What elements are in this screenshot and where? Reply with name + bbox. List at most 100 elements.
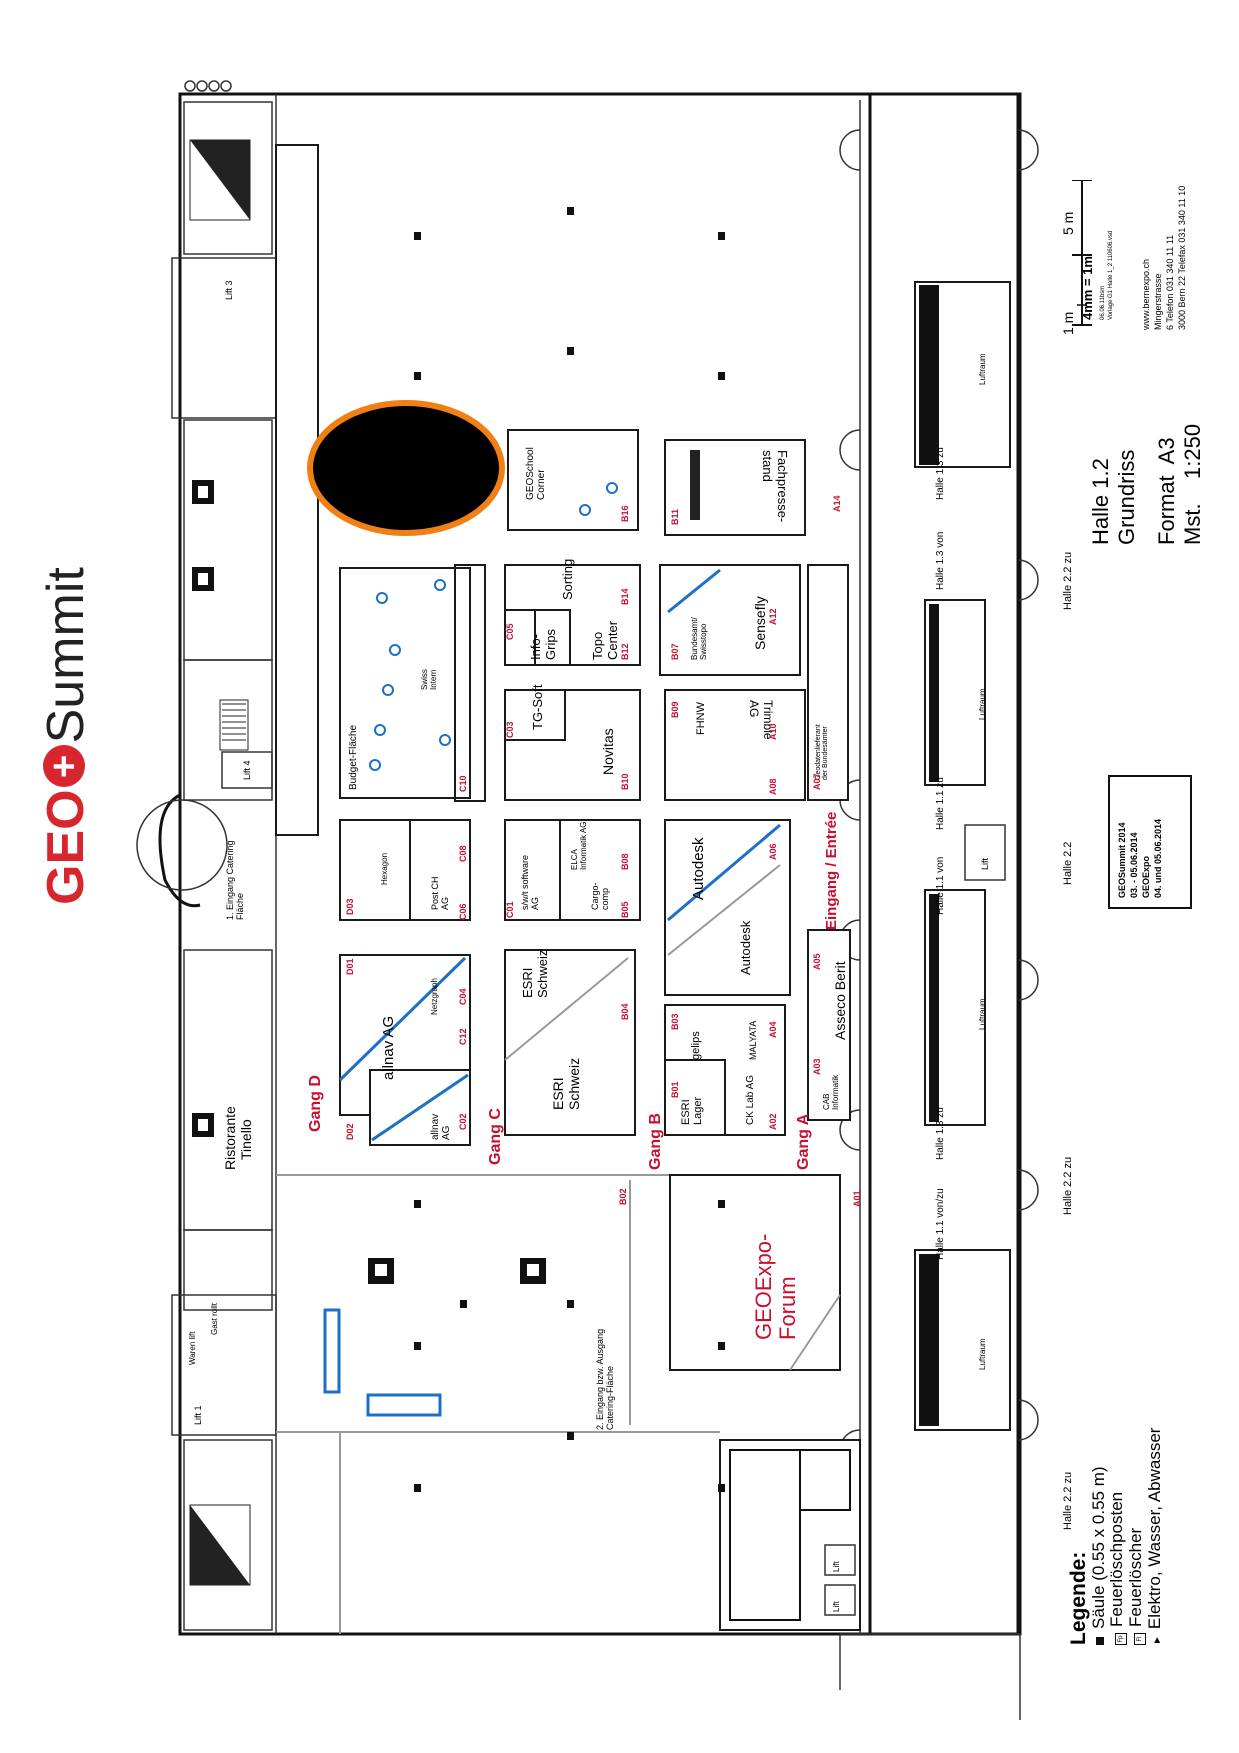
event-info-text: GEOSummit 2014 03. - 05.06.2014 GEOExpo … (1116, 819, 1164, 898)
legend-label-pillar: Säule (0.55 x 0.55 m) (1089, 1466, 1108, 1629)
gast-label: Gast rollt (210, 1302, 219, 1335)
hall-title-line1: Halle 1.2 (1088, 458, 1113, 545)
code-C03: C03 (505, 721, 515, 738)
restaurant-line1: Ristorante (222, 1106, 238, 1170)
legend-label-firehose: Feuerlöschposten (1107, 1491, 1126, 1627)
code-B11: B11 (670, 508, 680, 525)
stand-novitas: Novitas (600, 728, 616, 775)
toilet-icon (192, 567, 214, 591)
gang-c-label: Gang C (487, 1108, 504, 1165)
format-line1: Format A3 (1154, 437, 1179, 545)
pillar-grid (414, 207, 725, 1492)
eingang1-label: 1. Eingang Catering Fläche (225, 840, 245, 920)
stand-fachpresse: Fachpresse-stand (760, 450, 790, 523)
stand-forum: GEOExpo-Forum (751, 1233, 800, 1340)
restaurant-label: Ristorante Tinello (222, 1106, 254, 1170)
scale-bar (1072, 180, 1092, 326)
address-line4: 3000 Bern 22 Telefax 031 340 11 10 (1177, 185, 1187, 330)
stand-gelips: gelips (690, 1031, 702, 1060)
code-C08: C08 (458, 845, 468, 862)
code-A10: A10 (768, 723, 778, 740)
legend-title: Legende: (1067, 1551, 1090, 1645)
event-line2: 03. - 05.06.2014 (1129, 832, 1139, 898)
utility-icon: ► (1152, 1635, 1163, 1645)
stand-autodesk-2: Autodesk (738, 920, 753, 975)
code-D02: D02 (345, 1123, 355, 1140)
code-C01: C01 (505, 901, 515, 918)
lift3-label: Lift 3 (224, 280, 234, 300)
stand-asseco: Asseco Berit (832, 961, 848, 1040)
gang-b-label: Gang B (647, 1113, 664, 1170)
stand-elca: ELCA Informatik AG (570, 821, 588, 870)
halle11-vonzu-label: Halle 1.1 von/zu (935, 1188, 946, 1260)
stand-esri-small: ESRI Schweiz (520, 949, 550, 998)
address-block: www.bernexpo.ch Mingerstrasse 6 Telefon … (1140, 186, 1188, 330)
code-A04: A04 (768, 1021, 778, 1038)
stand-swiss: Swiss Intern (420, 669, 438, 690)
scale-right-label: 5 m (1060, 211, 1076, 235)
stand-netzgraph: Netzgraph (430, 978, 439, 1015)
halle22-b-label: Halle 2.2 (1062, 841, 1074, 885)
lift4-label: Lift 4 (242, 760, 252, 780)
code-B04: B04 (620, 1003, 630, 1020)
legend-item-extinguisher: FlFeuerlöscher (1126, 1428, 1146, 1645)
stand-esri-lager: ESRI Lager (680, 1096, 704, 1125)
lift1-label: Lift 1 (193, 1405, 203, 1425)
luftraum-label-1: Luftraum (978, 353, 987, 385)
halle22-c-label: Halle 2.2 zu (1062, 1156, 1074, 1215)
code-B03: B03 (670, 1013, 680, 1030)
format-line2: Mst. 1:250 (1180, 423, 1205, 545)
luftraum-label-2: Luftraum (978, 688, 987, 720)
luftraum-label-3: Luftraum (978, 998, 987, 1030)
staircase-icon (189, 1504, 251, 1586)
stand-allnav-small: allnav AG (430, 1113, 452, 1140)
legend-item-pillar: Säule (0.55 x 0.55 m) (1089, 1428, 1108, 1645)
code-C12: C12 (458, 1028, 468, 1045)
address-line3: 6 Telefon 031 340 11 11 (1165, 234, 1175, 330)
hall-title: Halle 1.2 Grundriss (1088, 450, 1140, 545)
code-D03: D03 (345, 898, 355, 915)
stand-allnav: allnav AG (380, 1015, 397, 1080)
eingang-entree-label: Eingang / Entrée (823, 811, 840, 930)
luftraum-label-4: Luftraum (978, 1338, 987, 1370)
code-A08: A08 (768, 778, 778, 795)
lift-label-b: Lift (832, 1561, 841, 1572)
legend-item-utility: ► Elektro, Wasser, Abwasser (1145, 1427, 1167, 1645)
lift-label-a: Lift (980, 857, 990, 870)
legend-item-firehose: FpFeuerlöschposten (1107, 1428, 1127, 1645)
toilet-icon (520, 1258, 546, 1284)
event-line4: 04. und 05.06.2014 (1153, 818, 1163, 898)
toilet-icon (192, 1113, 214, 1137)
staircase-icon (189, 139, 251, 221)
eingang2-label: 2. Eingang bzw. Ausgang Catering-Fläche (595, 1328, 615, 1430)
highlighted-zone (307, 400, 505, 536)
code-A02: A02 (768, 1113, 778, 1130)
code-A06: A06 (768, 843, 778, 860)
stand-topo: Topo Center (590, 620, 620, 660)
code-C02: C02 (458, 1113, 468, 1130)
stand-cklab: CK Lab AG (745, 1074, 756, 1125)
stand-sorting: Sorting (560, 558, 575, 600)
stand-bundesamt: Bundesamt/ Swisstopo (690, 617, 708, 660)
toilet-icon (192, 480, 214, 504)
halle11-zu-label: Halle 1.1 zu (935, 777, 946, 830)
legend-label-utility: Elektro, Wasser, Abwasser (1145, 1427, 1164, 1630)
halle13-zu-label: Halle 1.3 zu (935, 447, 946, 500)
stand-malyata: MALYATA (748, 1020, 758, 1060)
halle22-a-label: Halle 2.2 zu (1062, 551, 1074, 610)
code-B01: B01 (670, 1081, 680, 1098)
code-C06: C06 (458, 903, 468, 920)
code-B08: B08 (620, 853, 630, 870)
stand-softsoftware: s/w/t software AG (520, 854, 540, 910)
address-line1: www.bernexpo.ch (1141, 258, 1151, 330)
stand-esri-big: ESRI Schweiz (550, 1057, 582, 1110)
code-A14: A14 (832, 495, 842, 512)
fire-extinguisher-icon: Fl (1134, 1633, 1146, 1645)
event-line1: GEOSummit 2014 (1117, 822, 1127, 898)
stand-postch: Post CH AG (430, 876, 450, 910)
stand-cabinfo: CAB Informatik (822, 1074, 840, 1110)
code-B14: B14 (620, 588, 630, 605)
code-C05: C05 (505, 623, 515, 640)
